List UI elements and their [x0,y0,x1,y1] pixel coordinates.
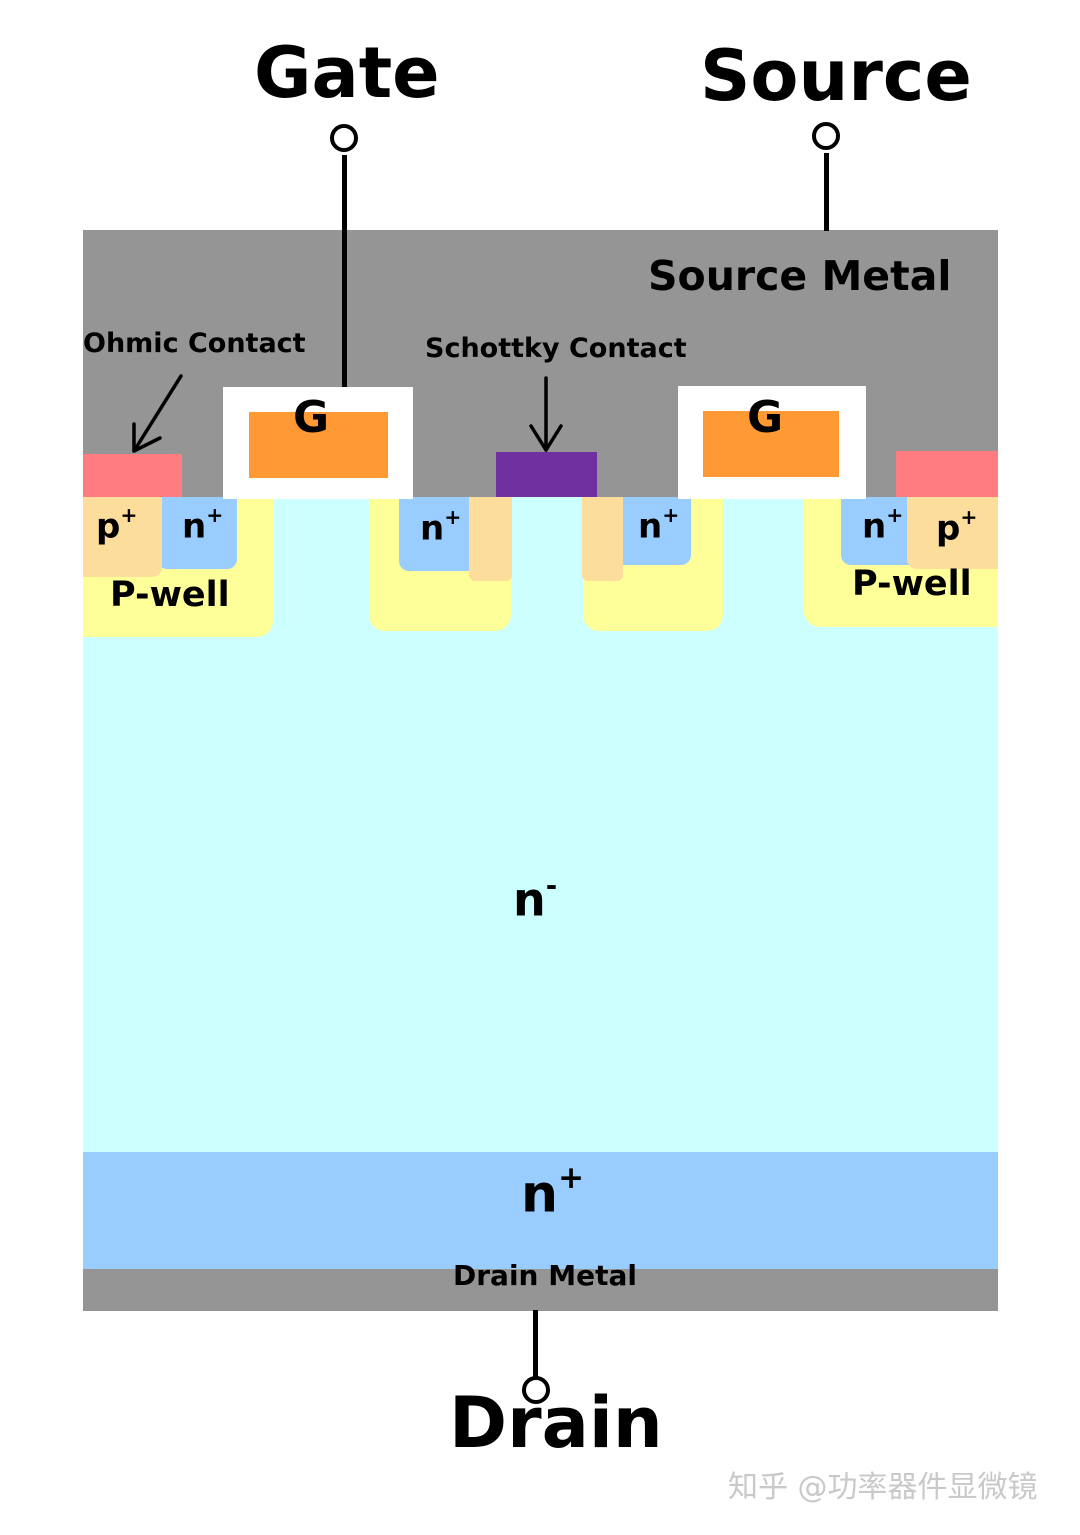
ohmic-contact-left [83,454,182,497]
n-plus-substrate [83,1152,998,1270]
source-wire [824,153,829,231]
p-well-label-left: P-well [110,575,230,615]
gate-poly-left [249,412,388,478]
region-sup: + [662,503,680,527]
drain-metal-label: Drain Metal [453,1259,637,1292]
channel-strip-right [582,497,623,581]
n-plus-region-center-right [614,497,691,565]
region-base: p [96,506,121,547]
watermark: 知乎 @功率器件显微镜 [728,1470,1038,1505]
p-well-label-right: P-well [852,564,972,604]
n-plus-region-left [157,497,237,569]
source-metal-label: Source Metal [648,252,952,300]
gate-poly-right [703,411,839,477]
region-sup: + [960,505,978,529]
ohmic-contact-label: Ohmic Contact [83,328,306,359]
channel-strip-left [469,497,512,581]
drain-metal [83,1269,998,1311]
region-base: n [862,506,887,547]
region-base: n [513,872,546,927]
schottky-arrowhead-icon [529,424,563,452]
region-sup: + [558,1160,585,1196]
source-terminal-pin [812,122,840,150]
region-sup: + [120,503,138,527]
region-base: p [936,508,961,549]
drain-wire [533,1310,538,1380]
n-plus-label-center-right: n+ [638,505,679,543]
ohmic-arrow-icon [132,374,183,453]
n-minus-label: n- [513,872,557,923]
drain-terminal-pin [522,1376,550,1404]
gate-terminal-pin [330,124,358,152]
region-sup: - [545,869,558,902]
drain-terminal-label: Drain [449,1382,663,1464]
gate-terminal-label: Gate [254,32,440,114]
region-base: n [182,506,207,547]
gate-wire [342,155,347,387]
schottky-contact [496,452,597,497]
region-base: n [638,506,663,547]
gate-label-right: G [747,392,784,443]
n-plus-region-center-left [399,497,479,571]
region-sup: + [886,503,904,527]
n-plus-label-center-left: n+ [420,507,461,545]
p-plus-label-left: p+ [96,505,137,543]
region-sup: + [206,503,224,527]
region-base: n [521,1164,559,1225]
n-plus-label-left: n+ [182,505,223,543]
n-plus-substrate-label: n+ [521,1160,585,1220]
p-plus-region-left [83,497,162,577]
p-plus-label-right: p+ [936,507,977,545]
region-sup: + [444,505,462,529]
p-plus-region-right [907,497,998,569]
schottky-contact-label: Schottky Contact [425,333,687,364]
n-plus-label-right: n+ [862,505,903,543]
source-terminal-label: Source [700,35,972,117]
ohmic-arrowhead-icon [132,422,162,453]
gate-label-left: G [293,392,330,443]
region-base: n [420,508,445,549]
ohmic-contact-right [896,451,998,497]
